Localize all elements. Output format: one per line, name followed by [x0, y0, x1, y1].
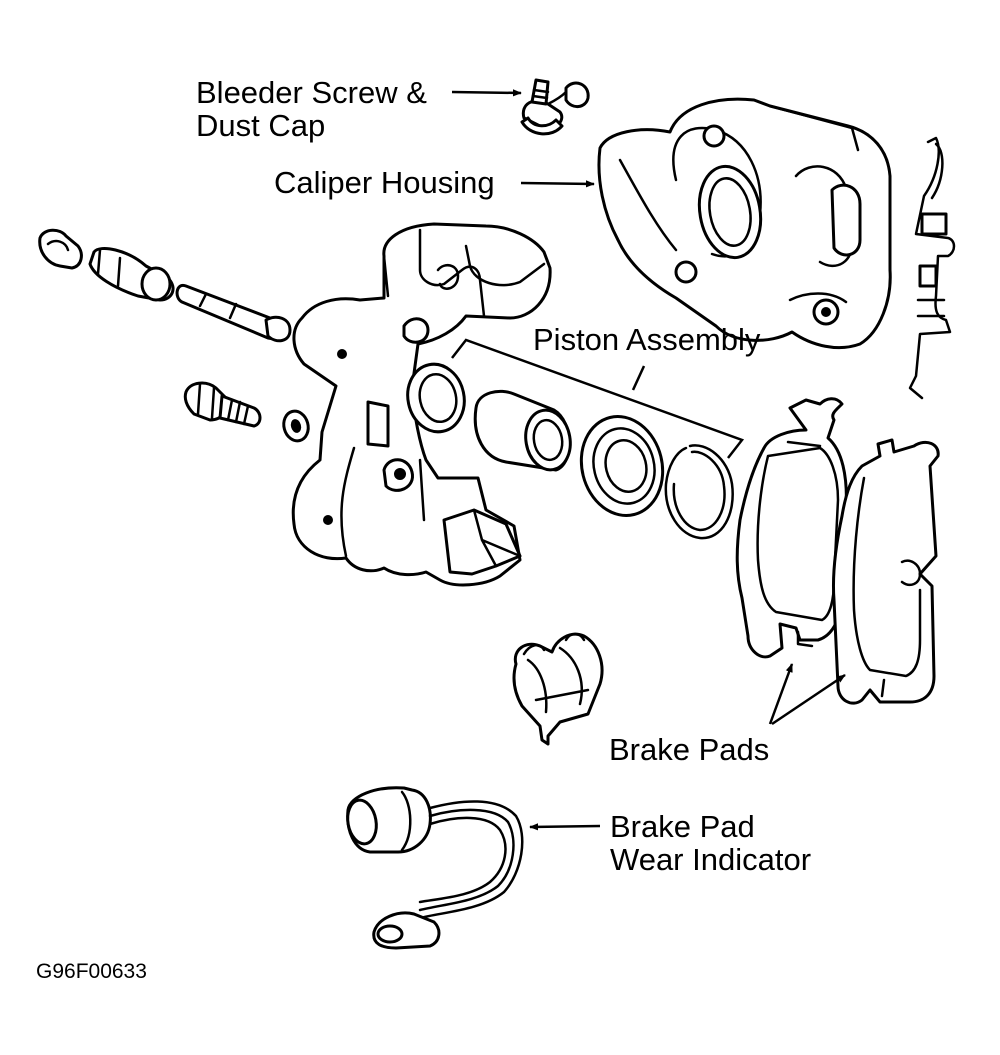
caliper-carrier-bracket — [291, 222, 552, 587]
inner-brake-pad — [735, 397, 848, 659]
piston-retaining-ring — [664, 444, 734, 540]
piston-seal — [406, 362, 466, 434]
guide-pin-assembly — [38, 228, 292, 343]
pad-retaining-clip — [512, 632, 604, 746]
bleeder-screw-and-dust-cap — [520, 78, 590, 136]
outer-brake-pad — [831, 438, 940, 705]
wear-indicator-label: Brake Pad Wear Indicator — [610, 810, 811, 876]
bleeder-screw-label-line1: Bleeder Screw & — [196, 75, 427, 110]
brake-pads-label: Brake Pads — [609, 732, 770, 767]
leader-lines — [451, 89, 846, 831]
piston-assembly-label: Piston Assembly — [533, 322, 761, 357]
piston-assembly — [406, 362, 734, 540]
wear-indicator-sensor — [346, 786, 524, 950]
bleeder-screw-label: Bleeder Screw & Dust Cap — [196, 76, 427, 142]
wear-indicator-label-line2: Wear Indicator — [610, 842, 812, 877]
caliper-housing — [597, 97, 892, 350]
caliper-housing-label: Caliper Housing — [274, 165, 495, 200]
guide-bolt-and-washer — [183, 381, 310, 443]
piston-dust-boot — [579, 415, 665, 517]
bleeder-screw-label-line2: Dust Cap — [196, 108, 326, 143]
brake-pads — [735, 397, 940, 705]
anti-rattle-spring — [908, 136, 956, 400]
piston — [473, 389, 572, 472]
wear-indicator-label-line1: Brake Pad — [610, 809, 755, 844]
figure-code: G96F00633 — [36, 960, 147, 983]
